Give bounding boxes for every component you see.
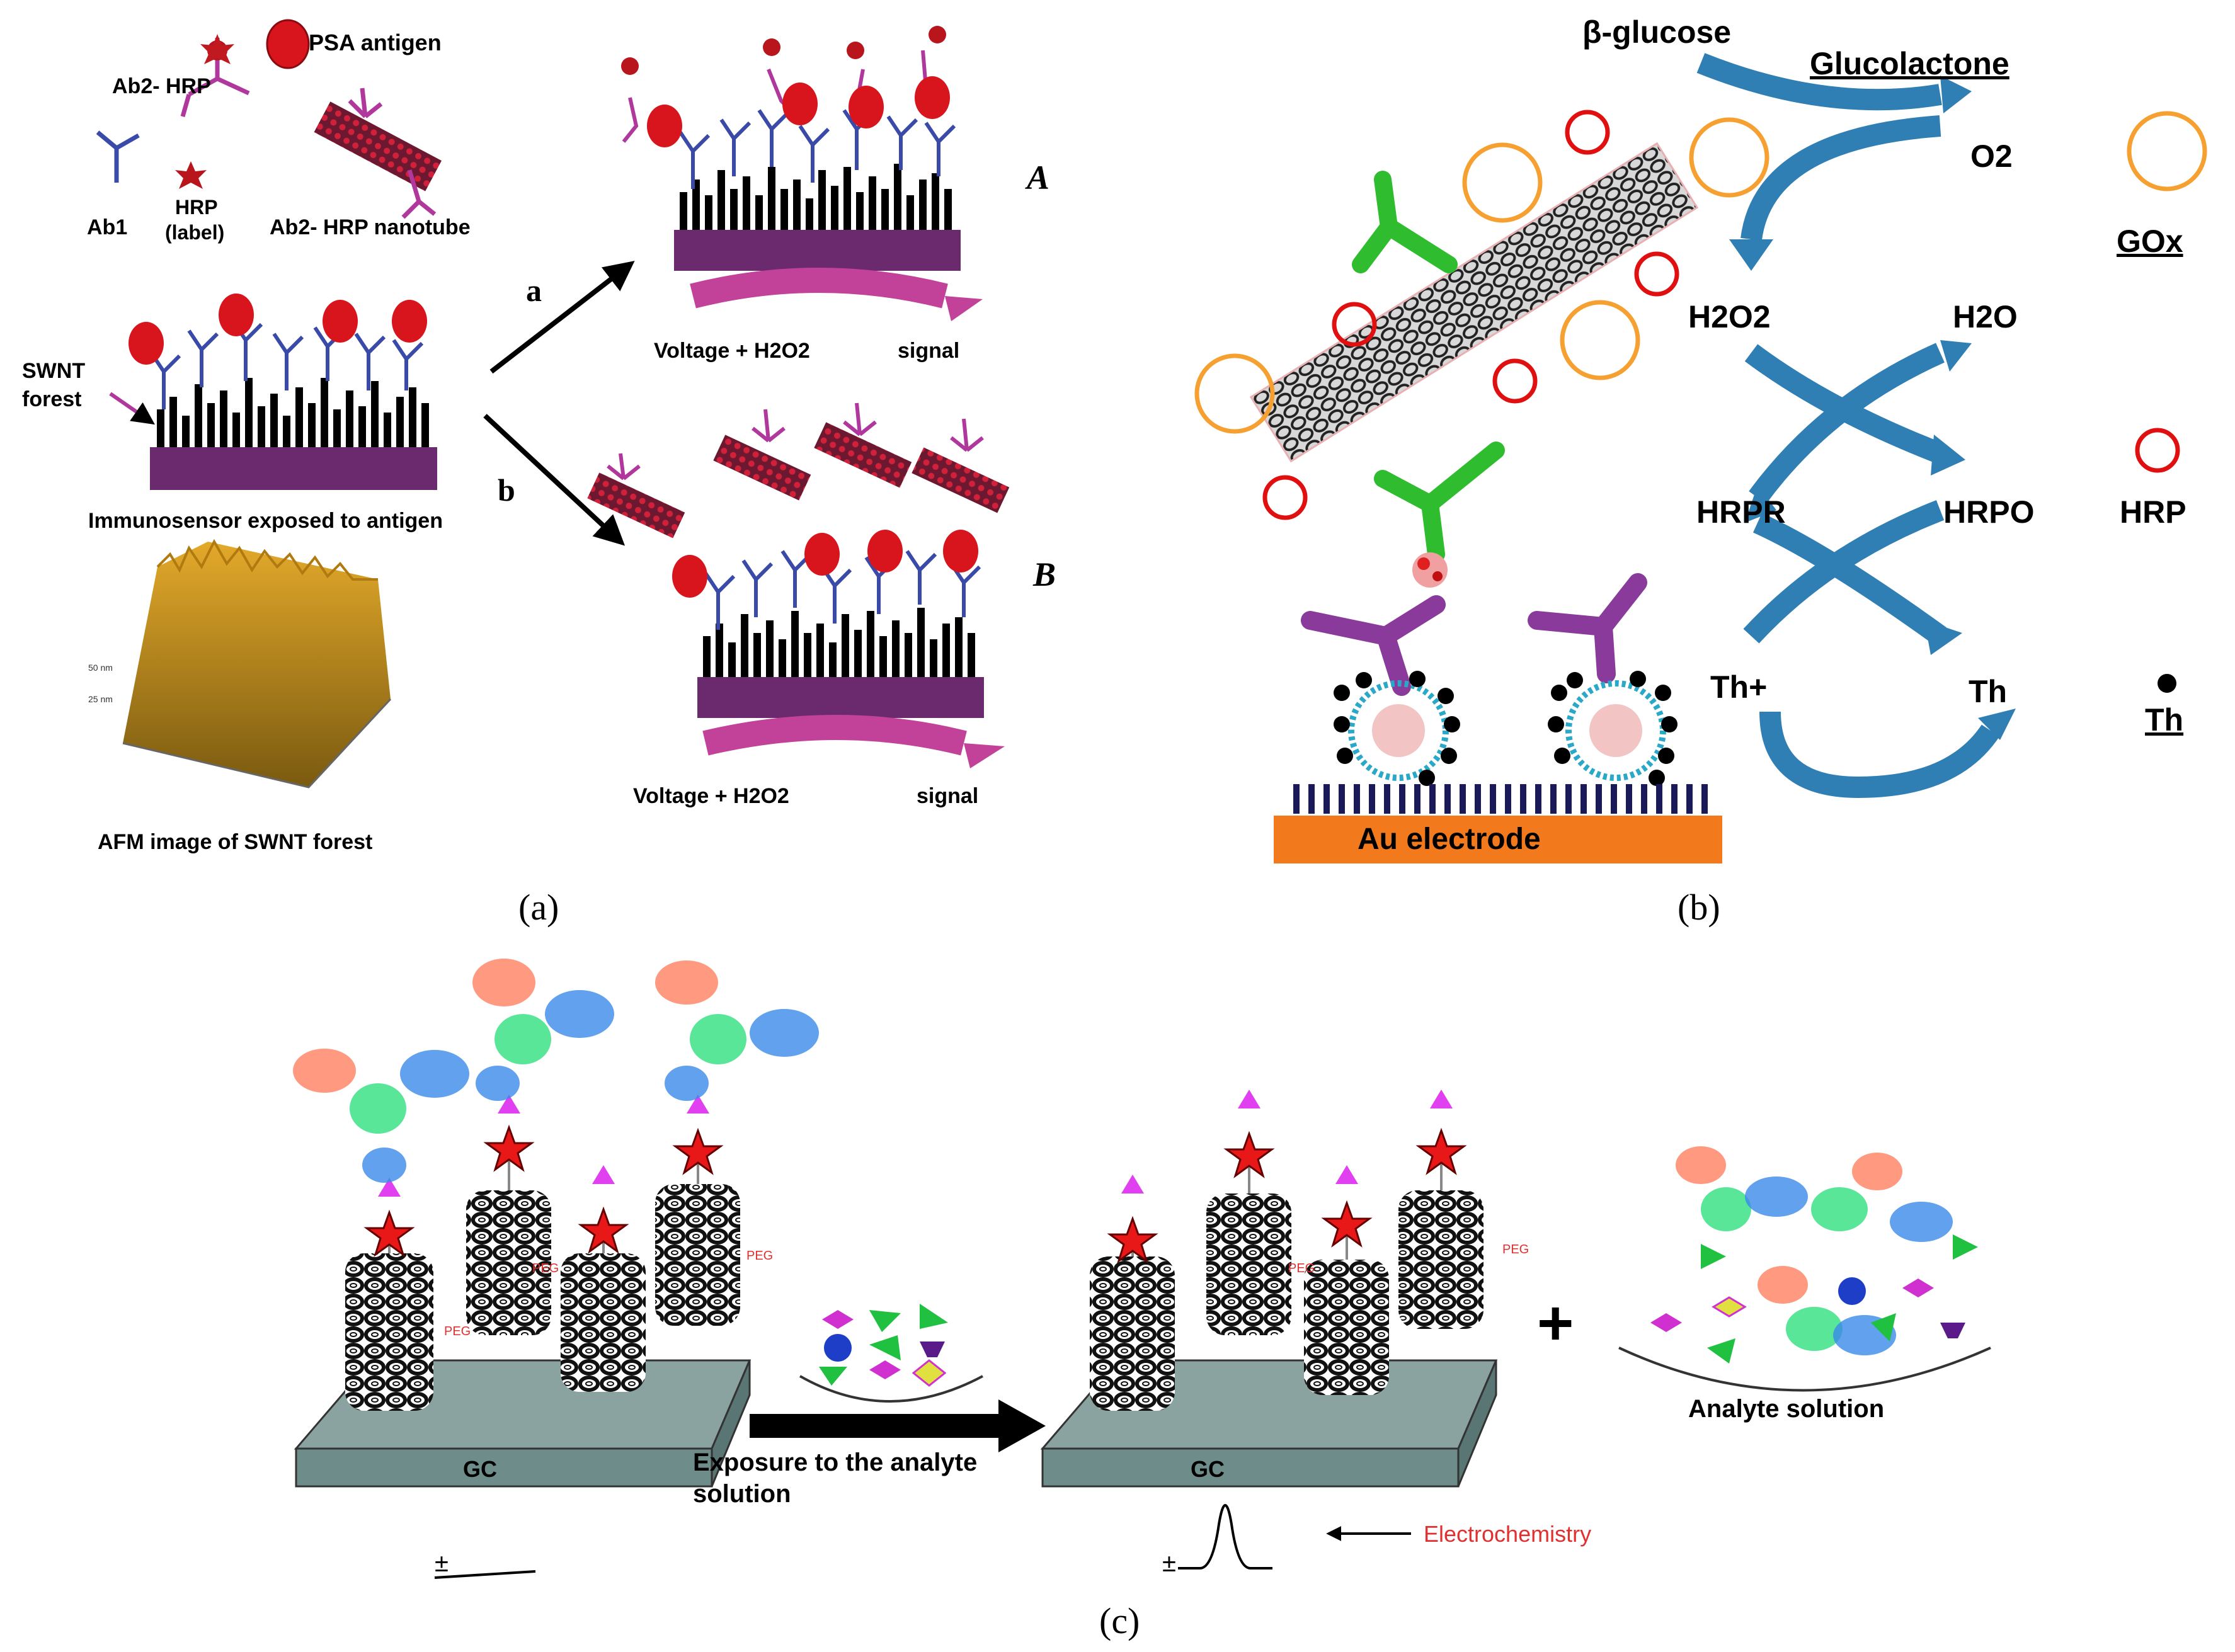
arrow-a	[489, 261, 635, 374]
psa-antigen-label: PSA antigen	[309, 30, 442, 55]
caption-b: (b)	[1678, 887, 1720, 928]
hrp-star-icon	[200, 34, 234, 64]
plus-sign: +	[1537, 1288, 1574, 1359]
label-B: B	[1032, 555, 1056, 593]
hrp-enzymes	[1262, 110, 2180, 520]
gc-right-label: GC	[1191, 1456, 1225, 1482]
electrode-teeth	[1293, 784, 1708, 814]
pm-right: ±	[1162, 1549, 1176, 1577]
o2-label: O2	[1970, 139, 2013, 174]
peg-label-left-2: PEG	[444, 1324, 471, 1338]
thionine-legend-icon	[2158, 674, 2176, 693]
th-legend-label: Th	[2145, 702, 2183, 738]
afm-image: 50 nm 25 nm	[88, 538, 392, 789]
swnt-label-2: forest	[22, 387, 81, 411]
hrpo-label: HRPO	[1943, 494, 2034, 530]
exposure-label-2: solution	[693, 1480, 791, 1508]
panel-a: Ab2- HRP PSA antigen Ab1 HRP (label) Ab2…	[22, 19, 1056, 928]
panel-c: GC	[293, 959, 1991, 1641]
hrpr-label: HRPR	[1696, 494, 1786, 530]
th-label: Th	[1969, 674, 2007, 709]
gox-label: GOx	[2117, 224, 2183, 259]
electrochemistry-label: Electrochemistry	[1424, 1521, 1591, 1547]
purple-antibodies	[1301, 573, 1647, 696]
pm-left: ±	[435, 1549, 449, 1577]
gox-enzymes	[1194, 111, 2207, 434]
sensor-b	[587, 402, 1010, 768]
ab1-icon	[96, 130, 140, 183]
antibody-left-3	[655, 960, 819, 1101]
gox-legend-icon	[2127, 111, 2207, 191]
cnt-towers-left	[345, 1184, 740, 1411]
afm-caption: AFM image of SWNT forest	[98, 830, 372, 854]
signal-bottom: signal	[917, 784, 978, 808]
arrow-a-label: a	[526, 273, 542, 308]
reaction-arrowheads	[1729, 76, 2016, 740]
panel-b: Au electrode β-glucose Glucolactone O2 G…	[1194, 14, 2207, 928]
caption-a: (a)	[518, 887, 559, 928]
nanoparticle-right	[1548, 671, 1678, 786]
analyte-bowl	[799, 1304, 983, 1403]
peg-label-right-1: PEG	[1502, 1243, 1529, 1256]
glucolactone-label: Glucolactone	[1810, 46, 2009, 81]
ab2-hrp-label: Ab2- HRP	[112, 74, 211, 98]
signal-peak	[1178, 1504, 1272, 1569]
arrow-b-label: b	[498, 472, 515, 508]
exposure-arrow	[750, 1399, 1046, 1452]
sensor-a	[621, 26, 983, 321]
label-A: A	[1025, 159, 1049, 197]
antibody-left-2	[472, 959, 614, 1101]
green-antibodies	[1352, 171, 1505, 563]
h2o2-label: H2O2	[1688, 299, 1771, 334]
h2o-label: H2O	[1953, 299, 2018, 334]
legend-ab2-hrp	[180, 34, 250, 117]
caption-c: (c)	[1099, 1600, 1140, 1641]
voltage-top: Voltage + H2O2	[654, 339, 810, 363]
signal-top: signal	[898, 339, 959, 363]
exposure-label-1: Exposure to the analyte	[693, 1449, 977, 1476]
hrp-legend-icon	[2135, 428, 2180, 473]
swnt-pointer-arrow	[109, 392, 155, 425]
psa-antigen-icon	[266, 19, 310, 69]
th-plus-label: Th+	[1710, 669, 1767, 705]
peg-label-left-1: PEG	[746, 1249, 773, 1263]
peg-label-right-2: PEG	[1288, 1262, 1315, 1275]
flat-signal-left	[434, 1570, 536, 1579]
carbon-nanotube	[1249, 142, 1699, 463]
hrp-legend-label: HRP	[2120, 494, 2186, 530]
voltage-bottom: Voltage + H2O2	[633, 784, 789, 808]
analyte-solution-bowl	[1618, 1146, 1991, 1392]
linkers-right	[1107, 1090, 1467, 1263]
hrp-label-line1: HRP	[175, 196, 218, 219]
analyte-solution-label: Analyte solution	[1688, 1395, 1884, 1423]
immunosensor-label: Immunosensor exposed to antigen	[88, 509, 443, 533]
ab1-label: Ab1	[87, 215, 127, 239]
hrp-label-icon	[175, 161, 207, 189]
reaction-arrows	[1696, 53, 2000, 799]
ab2-hrp-nanotube-icon	[314, 88, 442, 219]
svg-text:50 nm: 50 nm	[88, 663, 113, 673]
cnt-towers-right	[1090, 1190, 1483, 1411]
sensor-left	[129, 293, 437, 490]
gc-left-label: GC	[463, 1456, 497, 1482]
nanoparticle-left	[1334, 671, 1460, 786]
ab2-hrp-nanotube-label: Ab2- HRP nanotube	[270, 215, 471, 239]
au-electrode-label: Au electrode	[1358, 823, 1541, 856]
svg-text:25 nm: 25 nm	[88, 694, 113, 704]
beta-glucose-label: β-glucose	[1582, 14, 1731, 50]
hrp-label-line2: (label)	[165, 221, 224, 244]
arrow-b	[483, 414, 626, 546]
swnt-label-1: SWNT	[22, 359, 85, 383]
peg-label-left-3: PEG	[532, 1262, 559, 1275]
antibody-left-1	[293, 1049, 469, 1183]
au-electrode	[1274, 816, 1722, 863]
linkers-left	[363, 1095, 724, 1257]
red-protein	[1412, 552, 1448, 588]
